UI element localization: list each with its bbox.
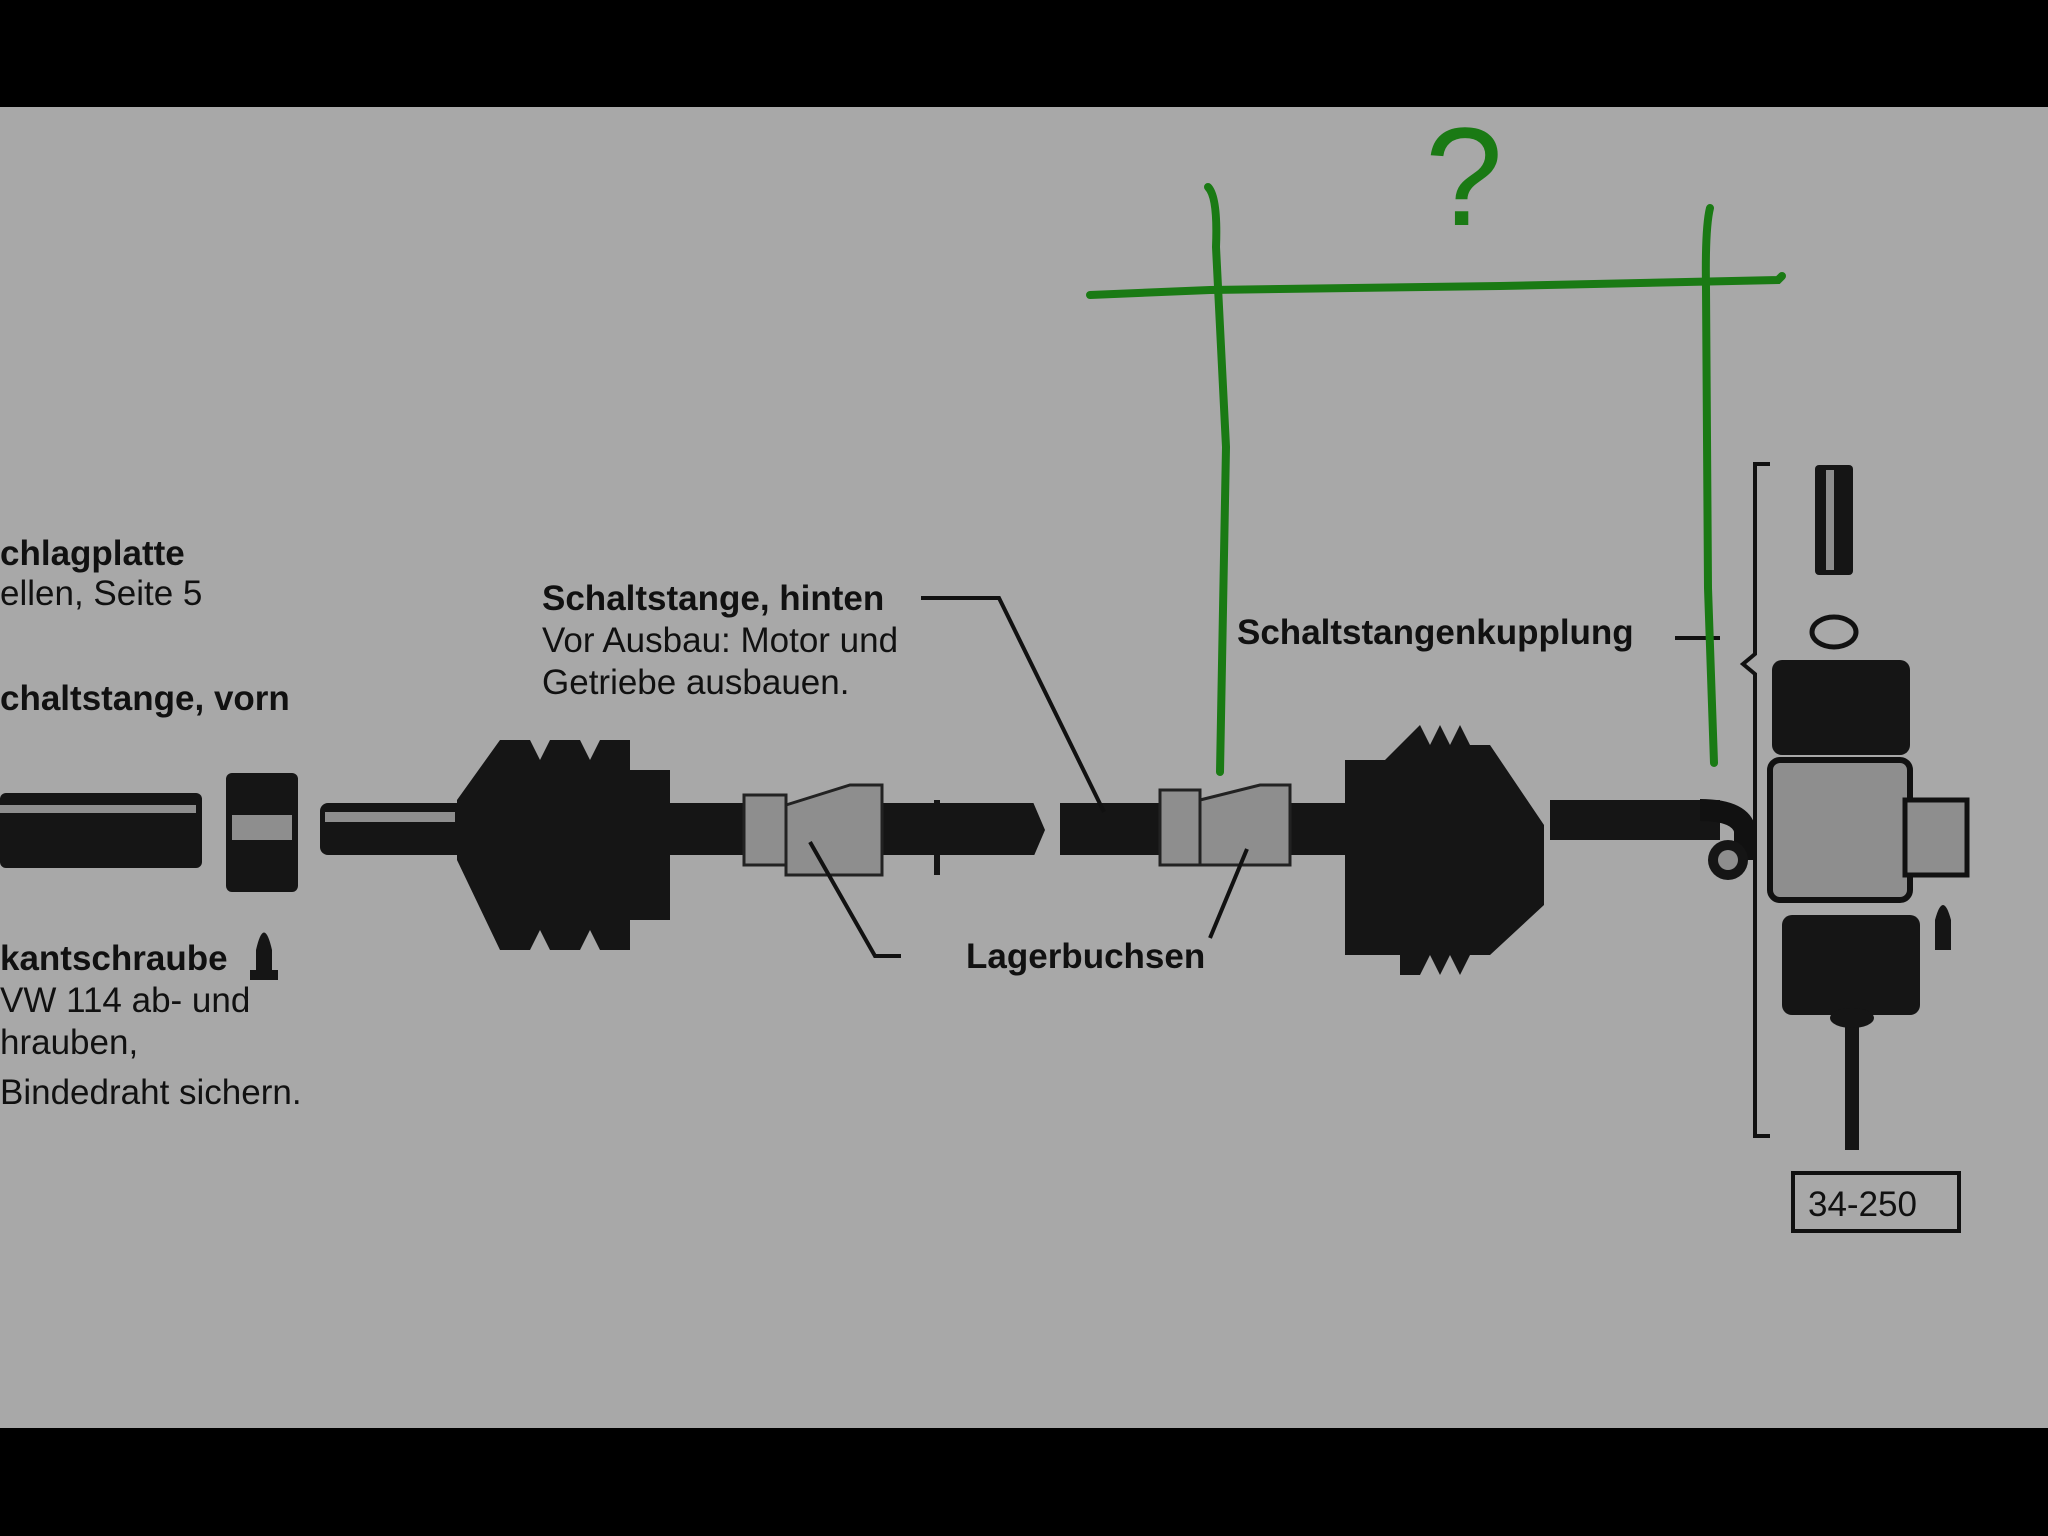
leader-rear-rod: [921, 596, 1106, 813]
figure-number: 34-250: [1808, 1185, 1917, 1224]
green-annotation: ?: [1086, 98, 1786, 776]
diagram-page: [0, 107, 2048, 1428]
right-bushing: [1158, 783, 1292, 867]
left-bushing: [742, 783, 884, 877]
leader-bushing-left: [808, 841, 901, 958]
clamp-nut: [226, 773, 298, 892]
label-left-top-1: chlagplatte: [0, 534, 185, 573]
annotation-horizontal-line: [1086, 272, 1786, 299]
label-screw-note-3: Bindedraht sichern.: [0, 1073, 302, 1112]
annotation-left-marker: [1204, 183, 1231, 776]
left-rubber-boot: [457, 740, 670, 950]
label-coupling: Schaltstangenkupplung: [1237, 613, 1634, 652]
front-rod-tube: [0, 793, 202, 868]
clamp-screw: [250, 932, 278, 980]
label-rear-rod-note-1: Vor Ausbau: Motor und: [542, 621, 898, 660]
rod-hook-end: [1550, 799, 1756, 880]
label-rear-rod: Schaltstange, hinten: [542, 579, 884, 618]
figure-number-box: 34-250: [1791, 1171, 1961, 1233]
label-screw-note-1: VW 114 ab- und: [0, 981, 250, 1020]
right-rubber-boot: [1345, 725, 1544, 975]
leader-bushing-right: [1208, 848, 1249, 939]
label-screw: kantschraube: [0, 939, 228, 978]
label-screw-note-2: hrauben,: [0, 1023, 138, 1062]
coupling-assembly: [1767, 465, 1970, 1150]
label-bushings: Lagerbuchsen: [966, 937, 1205, 976]
coupling-bracket: [1739, 462, 1770, 1138]
annotation-question-mark: ?: [1425, 98, 1503, 255]
label-left-top-2: ellen, Seite 5: [0, 574, 202, 613]
letterbox-bottom: [0, 1428, 2048, 1536]
label-rear-rod-note-2: Getriebe ausbauen.: [542, 663, 849, 702]
label-front-rod: chaltstange, vorn: [0, 679, 290, 718]
annotation-right-marker: [1701, 204, 1718, 767]
